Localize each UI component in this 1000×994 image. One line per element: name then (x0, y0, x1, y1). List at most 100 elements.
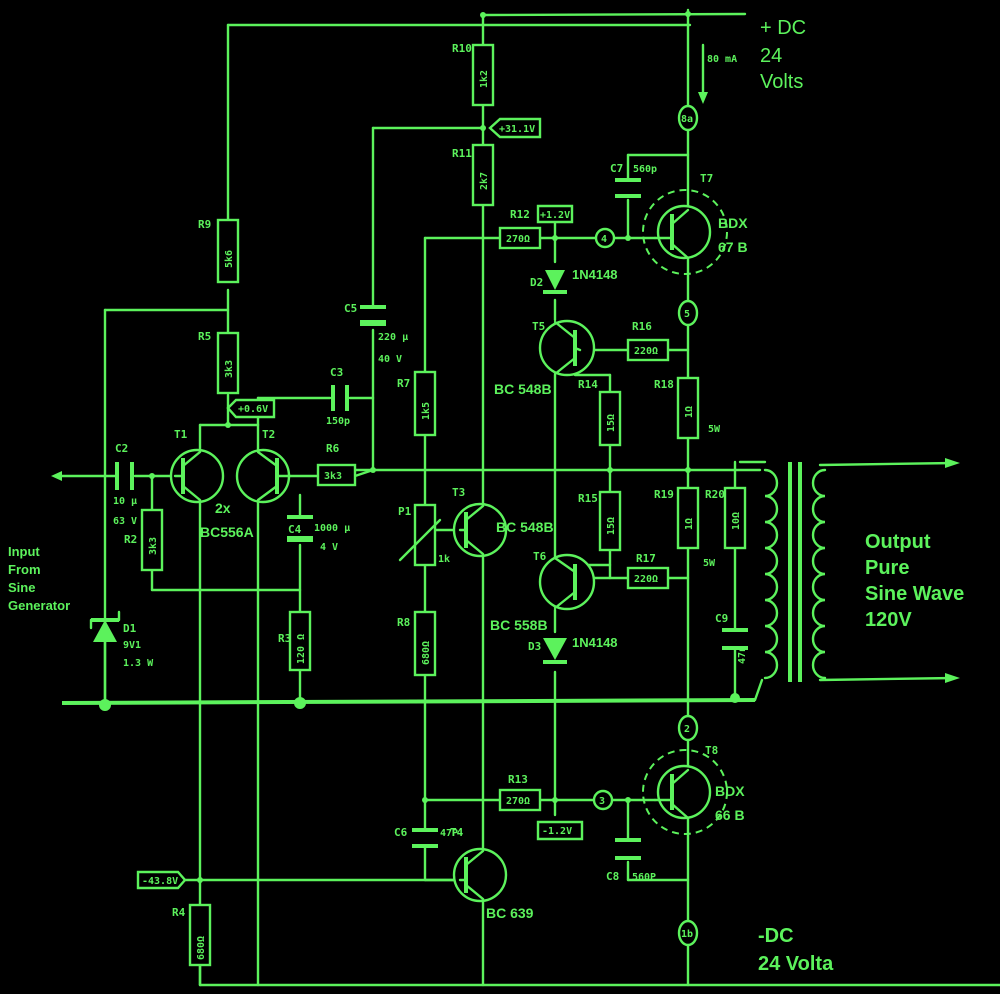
svg-text:2x: 2x (215, 500, 231, 516)
svg-text:T4: T4 (450, 826, 464, 839)
svg-text:680Ω: 680Ω (421, 641, 432, 665)
svg-text:C5: C5 (344, 302, 357, 315)
svg-text:Output: Output (865, 531, 931, 553)
svg-text:270Ω: 270Ω (506, 796, 530, 807)
svg-text:BC 639: BC 639 (486, 905, 534, 921)
svg-text:R15: R15 (578, 492, 598, 505)
svg-text:270Ω: 270Ω (506, 234, 530, 245)
svg-text:C9: C9 (715, 612, 728, 625)
resistor-r20 (723, 486, 747, 550)
transistor-t6 (538, 553, 596, 611)
svg-text:1b: 1b (681, 929, 693, 940)
node-2 (677, 714, 699, 742)
svg-text:T2: T2 (262, 428, 275, 441)
svg-text:10 µ: 10 µ (113, 496, 137, 507)
node-8a (677, 104, 699, 132)
svg-text:Sine Wave: Sine Wave (865, 583, 964, 605)
svg-text:47P: 47P (440, 828, 458, 839)
svg-text:R2: R2 (124, 533, 137, 546)
node-5 (677, 299, 699, 327)
svg-text:120V: 120V (865, 609, 912, 631)
svg-text:3k3: 3k3 (324, 471, 342, 482)
svg-text:T8: T8 (705, 744, 718, 757)
svg-text:C4: C4 (288, 523, 302, 536)
svg-text:+31.1V: +31.1V (499, 124, 535, 135)
svg-text:R19: R19 (654, 488, 674, 501)
resistor-r13 (498, 788, 542, 812)
svg-text:680Ω: 680Ω (196, 936, 207, 960)
svg-text:C2: C2 (115, 442, 128, 455)
svg-text:9V1: 9V1 (123, 640, 141, 651)
svg-text:1k5: 1k5 (421, 402, 432, 420)
svg-text:220Ω: 220Ω (634, 574, 658, 585)
svg-text:560p: 560p (633, 164, 657, 175)
svg-text:3: 3 (599, 796, 605, 807)
svg-text:D1: D1 (123, 622, 137, 635)
svg-text:R10: R10 (452, 42, 472, 55)
svg-text:R9: R9 (198, 218, 211, 231)
resistor-r16 (626, 338, 670, 362)
svg-text:40 V: 40 V (378, 354, 402, 365)
transistor-t5 (538, 319, 596, 377)
node-1b (677, 919, 699, 947)
svg-text:2k7: 2k7 (479, 172, 490, 190)
resistor-r4 (188, 903, 212, 967)
resistor-r17 (626, 566, 670, 590)
svg-text:BDX: BDX (718, 215, 748, 231)
node-markers: 8a 5 2 1b 4 3 (592, 104, 699, 947)
resistor-r9 (216, 218, 240, 284)
svg-text:220Ω: 220Ω (634, 346, 658, 357)
svg-text:1k2: 1k2 (479, 70, 490, 88)
resistors: 1k2 R10 2k7 R11 5k6 R9 3k3 R5 3k3 R2 120… (124, 42, 747, 967)
svg-text:-1.2V: -1.2V (542, 826, 572, 837)
svg-text:BC 548B: BC 548B (496, 519, 554, 535)
resistor-r12 (498, 226, 542, 250)
svg-text:120 Ω: 120 Ω (296, 634, 307, 664)
arrows (51, 92, 960, 683)
resistor-r11 (471, 143, 495, 207)
resistor-r18 (676, 376, 700, 440)
svg-text:24 Volta: 24 Volta (758, 953, 834, 975)
svg-text:-43.8V: -43.8V (142, 876, 178, 887)
svg-text:15Ω: 15Ω (606, 414, 617, 432)
svg-text:1N4148: 1N4148 (572, 267, 618, 282)
resistor-r14 (598, 390, 622, 447)
svg-text:1000 µ: 1000 µ (314, 523, 350, 534)
svg-text:+ DC: + DC (760, 17, 806, 39)
svg-text:R11: R11 (452, 147, 472, 160)
diode-d3 (543, 638, 567, 660)
svg-text:4: 4 (601, 234, 607, 245)
svg-text:R7: R7 (397, 377, 410, 390)
transformer (763, 462, 827, 682)
svg-text:R6: R6 (326, 442, 340, 455)
svg-text:From: From (8, 562, 41, 577)
potentiometer-p1: P1 1k (398, 503, 450, 567)
svg-text:Volts: Volts (760, 71, 803, 93)
svg-text:D2: D2 (530, 276, 543, 289)
svg-text:Sine: Sine (8, 580, 35, 595)
diodes: D1 9V1 1.3 W D2 1N4148 D3 1N4148 (89, 267, 618, 669)
svg-text:C8: C8 (606, 870, 619, 883)
resistor-r19 (676, 486, 700, 550)
svg-text:10Ω: 10Ω (731, 512, 742, 530)
svg-text:P1: P1 (398, 505, 412, 518)
svg-text:R5: R5 (198, 330, 211, 343)
transistor-t4 (452, 847, 508, 903)
svg-text:-DC: -DC (758, 925, 794, 947)
svg-text:T5: T5 (532, 320, 545, 333)
svg-text:5W: 5W (708, 424, 721, 435)
svg-text:D3: D3 (528, 640, 541, 653)
svg-text:150p: 150p (326, 416, 350, 427)
junctions (99, 11, 740, 883)
resistor-r6 (316, 463, 357, 487)
diode-d2 (545, 270, 565, 290)
resistor-r2 (140, 508, 164, 572)
svg-text:R3: R3 (278, 632, 291, 645)
svg-text:C6: C6 (394, 826, 408, 839)
svg-text:63 V: 63 V (113, 516, 137, 527)
capacitors: C2 10 µ 63 V C3 150p C4 1000 µ 4 V C5 22… (113, 162, 748, 883)
svg-text:T1: T1 (174, 428, 188, 441)
resistor-r8 (413, 610, 437, 677)
node-4 (594, 227, 616, 249)
